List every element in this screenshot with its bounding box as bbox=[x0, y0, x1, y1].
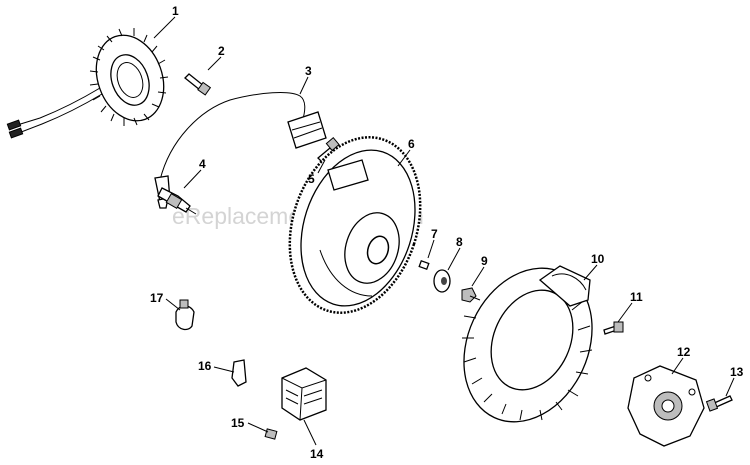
clip-part-17[interactable] bbox=[175, 299, 195, 331]
key-part[interactable] bbox=[418, 259, 430, 271]
leader-lines bbox=[153, 16, 735, 446]
callout-6: 6 bbox=[408, 137, 415, 151]
screw-part-2[interactable] bbox=[184, 73, 212, 96]
callout-10: 10 bbox=[591, 252, 605, 266]
callout-11: 11 bbox=[630, 290, 643, 304]
callout-12: 12 bbox=[677, 345, 691, 359]
nut-part[interactable] bbox=[461, 287, 477, 303]
stator-part[interactable] bbox=[6, 26, 175, 139]
spark-plug-part[interactable] bbox=[157, 187, 197, 215]
callout-4: 4 bbox=[199, 157, 206, 171]
callout-13: 13 bbox=[730, 365, 744, 379]
screw-part-13[interactable] bbox=[705, 395, 733, 412]
callout-3: 3 bbox=[305, 64, 312, 78]
callout-17: 17 bbox=[150, 291, 164, 305]
callout-8: 8 bbox=[456, 235, 463, 249]
callout-7: 7 bbox=[431, 227, 438, 241]
rectifier-part[interactable] bbox=[281, 367, 327, 421]
callout-16: 16 bbox=[198, 359, 212, 373]
callout-15: 15 bbox=[231, 416, 245, 430]
callout-1: 1 bbox=[172, 4, 179, 18]
screw-part-15[interactable] bbox=[264, 428, 278, 440]
drive-cup-part[interactable] bbox=[627, 365, 705, 447]
callout-5: 5 bbox=[308, 172, 315, 186]
washer-part[interactable] bbox=[433, 269, 451, 293]
bracket-part-16[interactable] bbox=[231, 359, 247, 387]
screw-part-11[interactable] bbox=[603, 321, 624, 335]
callout-numbers: 1 2 3 4 5 6 7 8 9 10 11 12 13 14 15 16 1… bbox=[150, 4, 744, 461]
flywheel-part[interactable] bbox=[268, 120, 442, 330]
callout-2: 2 bbox=[218, 44, 225, 58]
ignition-module-part[interactable] bbox=[154, 92, 327, 209]
fan-part[interactable] bbox=[440, 247, 616, 443]
callout-14: 14 bbox=[310, 447, 324, 461]
callout-9: 9 bbox=[481, 254, 488, 268]
